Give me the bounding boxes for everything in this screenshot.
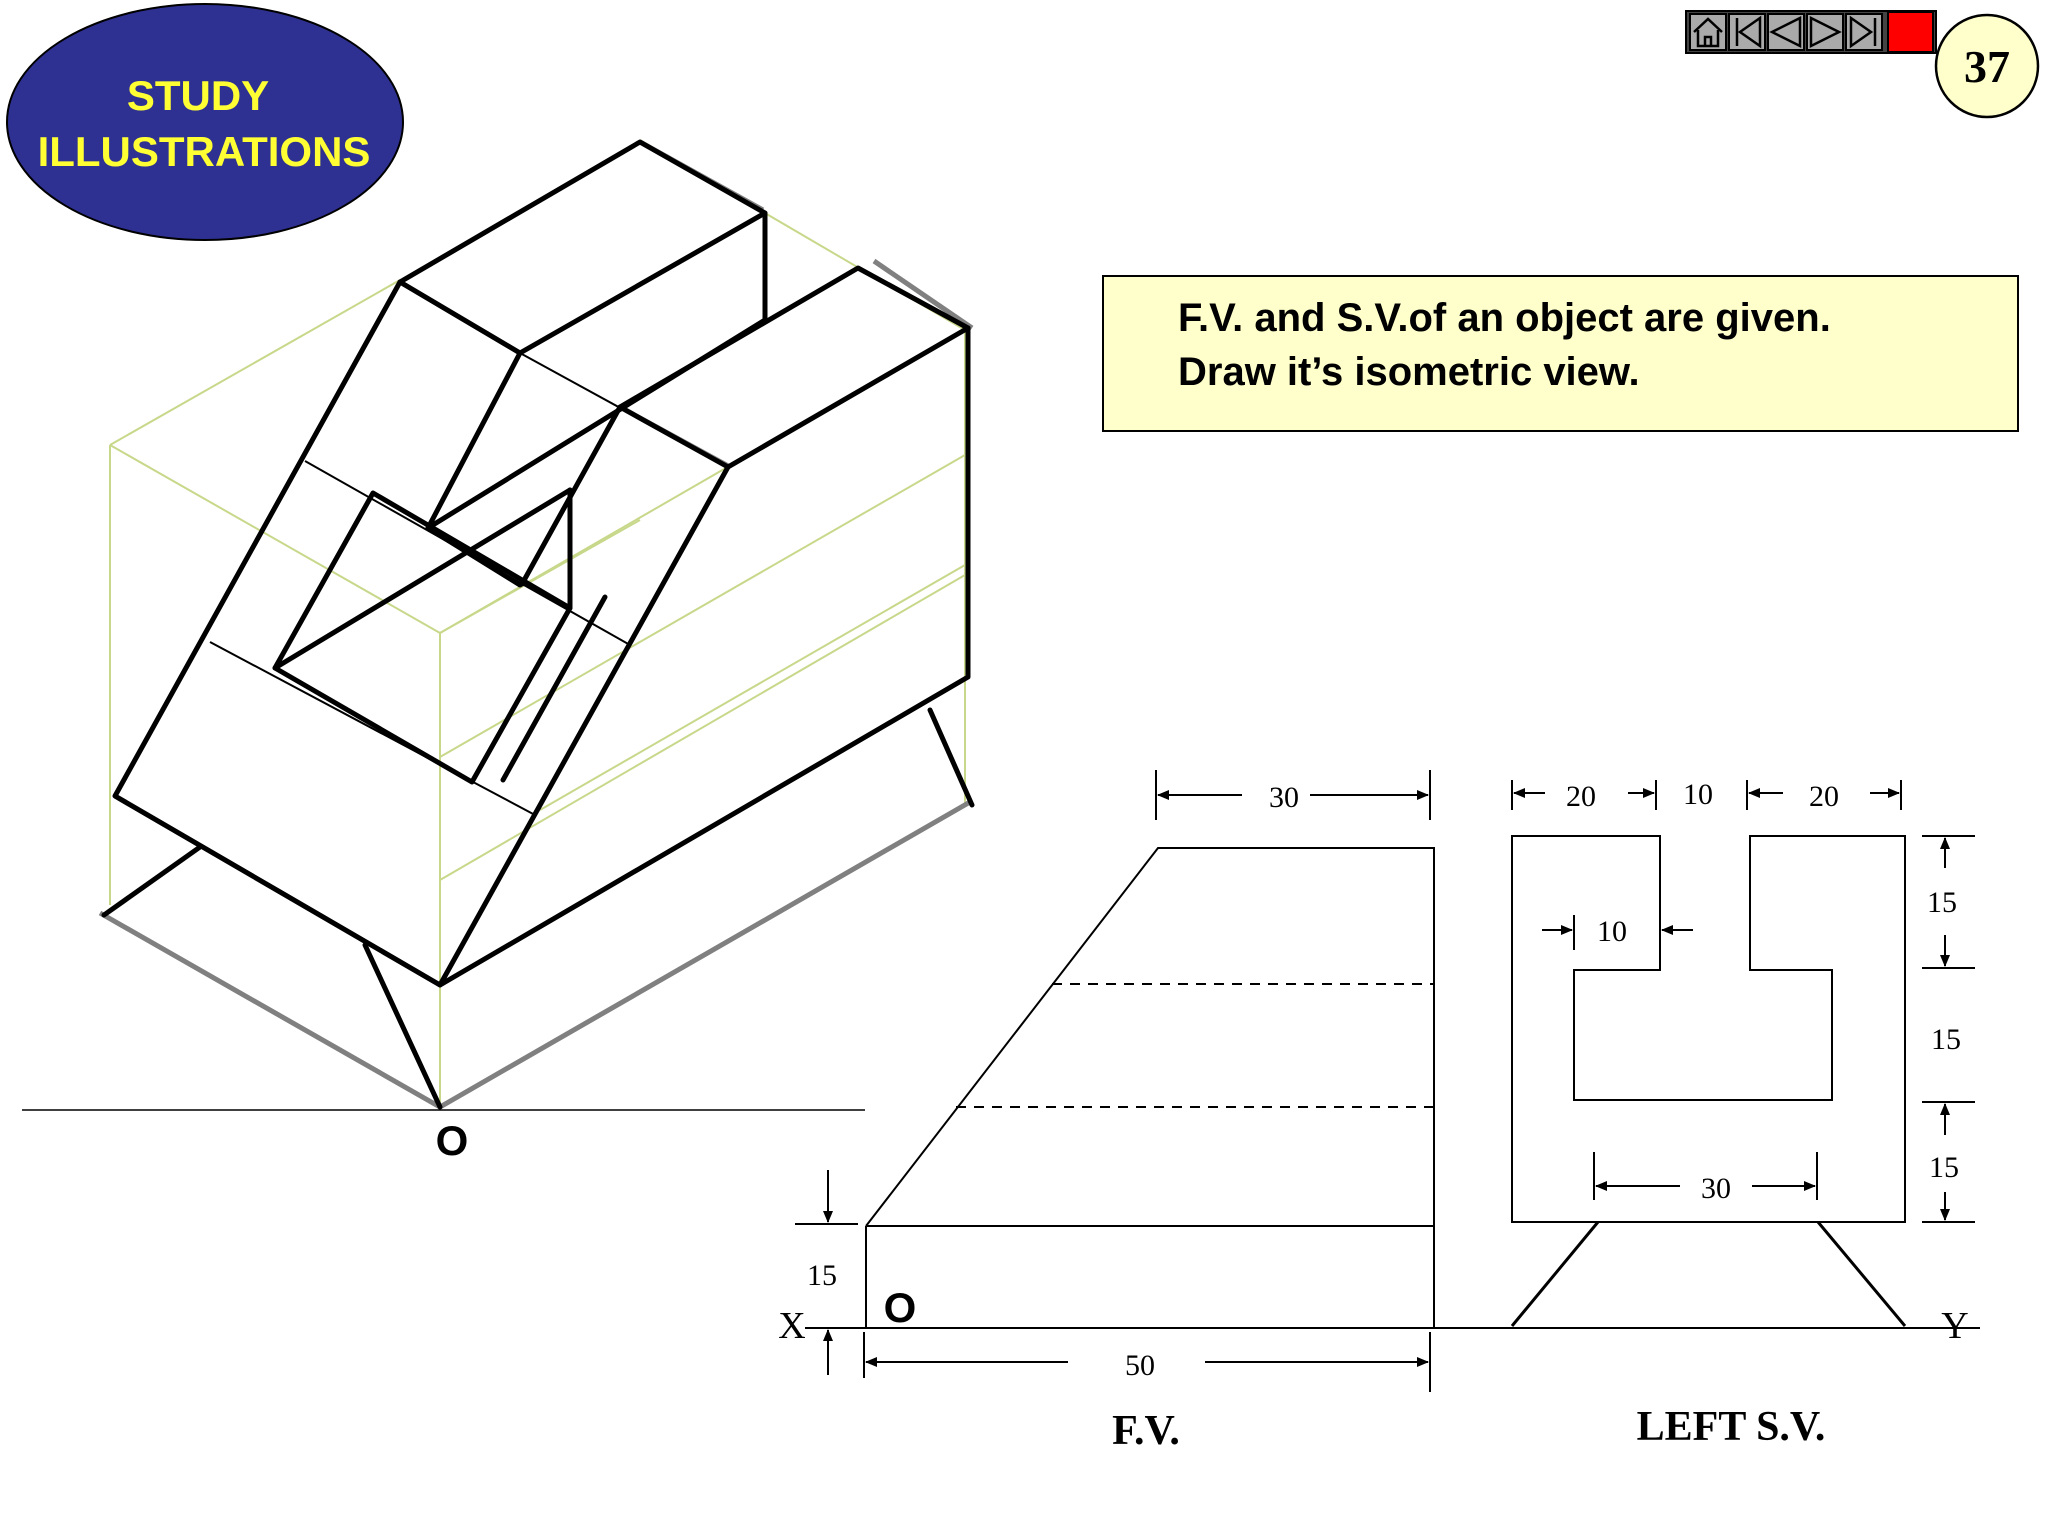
slide-navigation xyxy=(1685,10,1937,54)
instruction-line-1: F.V. and S.V.of an object are given. xyxy=(1178,296,1831,340)
front-view-dim-top-label: 30 xyxy=(1269,781,1299,814)
side-view-legs xyxy=(1510,1221,1907,1327)
side-view-dimension-inner xyxy=(1542,915,1693,950)
side-view-dim-top-left: 20 xyxy=(1566,780,1596,813)
side-view-dim-right-mid: 15 xyxy=(1931,1023,1961,1056)
front-view: O 30 50 15 F.V. xyxy=(795,770,1435,1454)
page-number-badge: 37 xyxy=(1934,13,2040,119)
first-slide-icon[interactable] xyxy=(1728,13,1766,51)
side-view-dimensions-right xyxy=(1922,835,1975,1223)
isometric-construction-lines xyxy=(109,139,966,1107)
front-view-dim-base-label: 50 xyxy=(1125,1349,1155,1382)
isometric-view xyxy=(98,139,975,1110)
side-view-dimensions-top xyxy=(1511,780,1902,810)
y-label: Y xyxy=(1941,1305,1968,1347)
side-view-dim-right-bottom: 15 xyxy=(1929,1151,1959,1184)
front-view-origin-label: O xyxy=(884,1284,917,1331)
instruction-line-2: Draw it’s isometric view. xyxy=(1178,350,1640,394)
previous-slide-icon[interactable] xyxy=(1767,13,1805,51)
side-view-outline xyxy=(1511,835,1906,1223)
next-slide-icon[interactable] xyxy=(1806,13,1844,51)
isometric-thin-lines xyxy=(209,352,729,816)
front-view-dimension-base xyxy=(863,1332,1431,1392)
isometric-origin-label: O xyxy=(436,1117,469,1164)
study-illustrations-badge: STUDY ILLUSTRATIONS xyxy=(6,3,404,241)
badge-line-1: STUDY xyxy=(127,72,269,119)
last-slide-icon[interactable] xyxy=(1845,13,1883,51)
badge-line-2: ILLUSTRATIONS xyxy=(38,128,371,175)
side-view-dim-inner: 10 xyxy=(1597,915,1627,948)
side-view-dimension-slot xyxy=(1593,1152,1818,1200)
home-icon[interactable] xyxy=(1689,13,1727,51)
side-view-dim-slot: 30 xyxy=(1701,1172,1731,1205)
x-label: X xyxy=(778,1305,805,1347)
side-view-title: LEFT S.V. xyxy=(1637,1404,1826,1450)
front-view-title: F.V. xyxy=(1112,1408,1180,1454)
side-view: 20 10 20 10 30 15 15 xyxy=(1510,778,1975,1450)
page-number: 37 xyxy=(1964,41,2010,92)
side-view-dim-right-top: 15 xyxy=(1927,886,1957,919)
isometric-base-lines xyxy=(98,139,974,1110)
front-view-dimension-top xyxy=(1155,770,1431,820)
instruction-box: F.V. and S.V.of an object are given. Dra… xyxy=(1102,275,2019,432)
side-view-dim-top-mid: 10 xyxy=(1683,778,1713,811)
stop-icon[interactable] xyxy=(1887,11,1934,53)
isometric-object-edges xyxy=(101,139,975,1110)
front-view-outline xyxy=(865,847,1435,1328)
front-view-dim-height-label: 15 xyxy=(807,1259,837,1292)
side-view-dim-top-right: 20 xyxy=(1809,780,1839,813)
front-view-dimension-height xyxy=(795,1170,858,1375)
